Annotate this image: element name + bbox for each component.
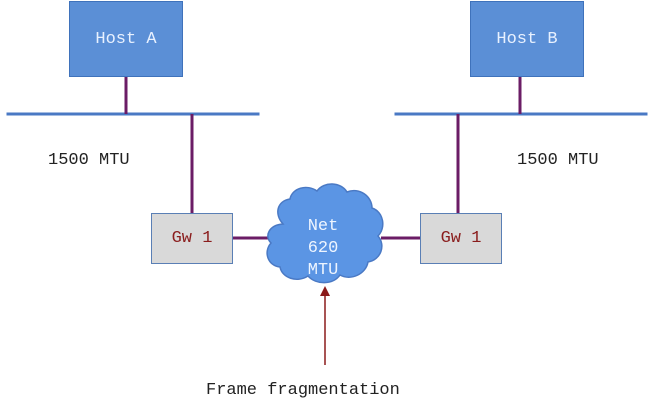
host-a-node: Host A	[69, 1, 183, 77]
host-b-label: Host B	[496, 29, 558, 49]
cloud-line-2: 620	[307, 239, 339, 258]
cloud-line-3: MTU	[307, 261, 339, 280]
right-gateway-node: Gw 1	[420, 213, 502, 264]
host-b-node: Host B	[470, 1, 584, 77]
fragmentation-arrow-head	[320, 286, 330, 296]
frame-fragmentation-caption: Frame fragmentation	[206, 381, 400, 400]
host-a-label: Host A	[95, 29, 157, 49]
cloud-label: Net 620 MTU	[292, 216, 354, 282]
network-cloud	[266, 183, 384, 284]
cloud-line-1: Net	[307, 217, 339, 236]
left-gateway-label: Gw 1	[171, 229, 213, 248]
right-mtu-label: 1500 MTU	[517, 151, 599, 170]
left-mtu-label: 1500 MTU	[48, 151, 130, 170]
left-gateway-node: Gw 1	[151, 213, 233, 264]
right-gateway-label: Gw 1	[440, 229, 482, 248]
